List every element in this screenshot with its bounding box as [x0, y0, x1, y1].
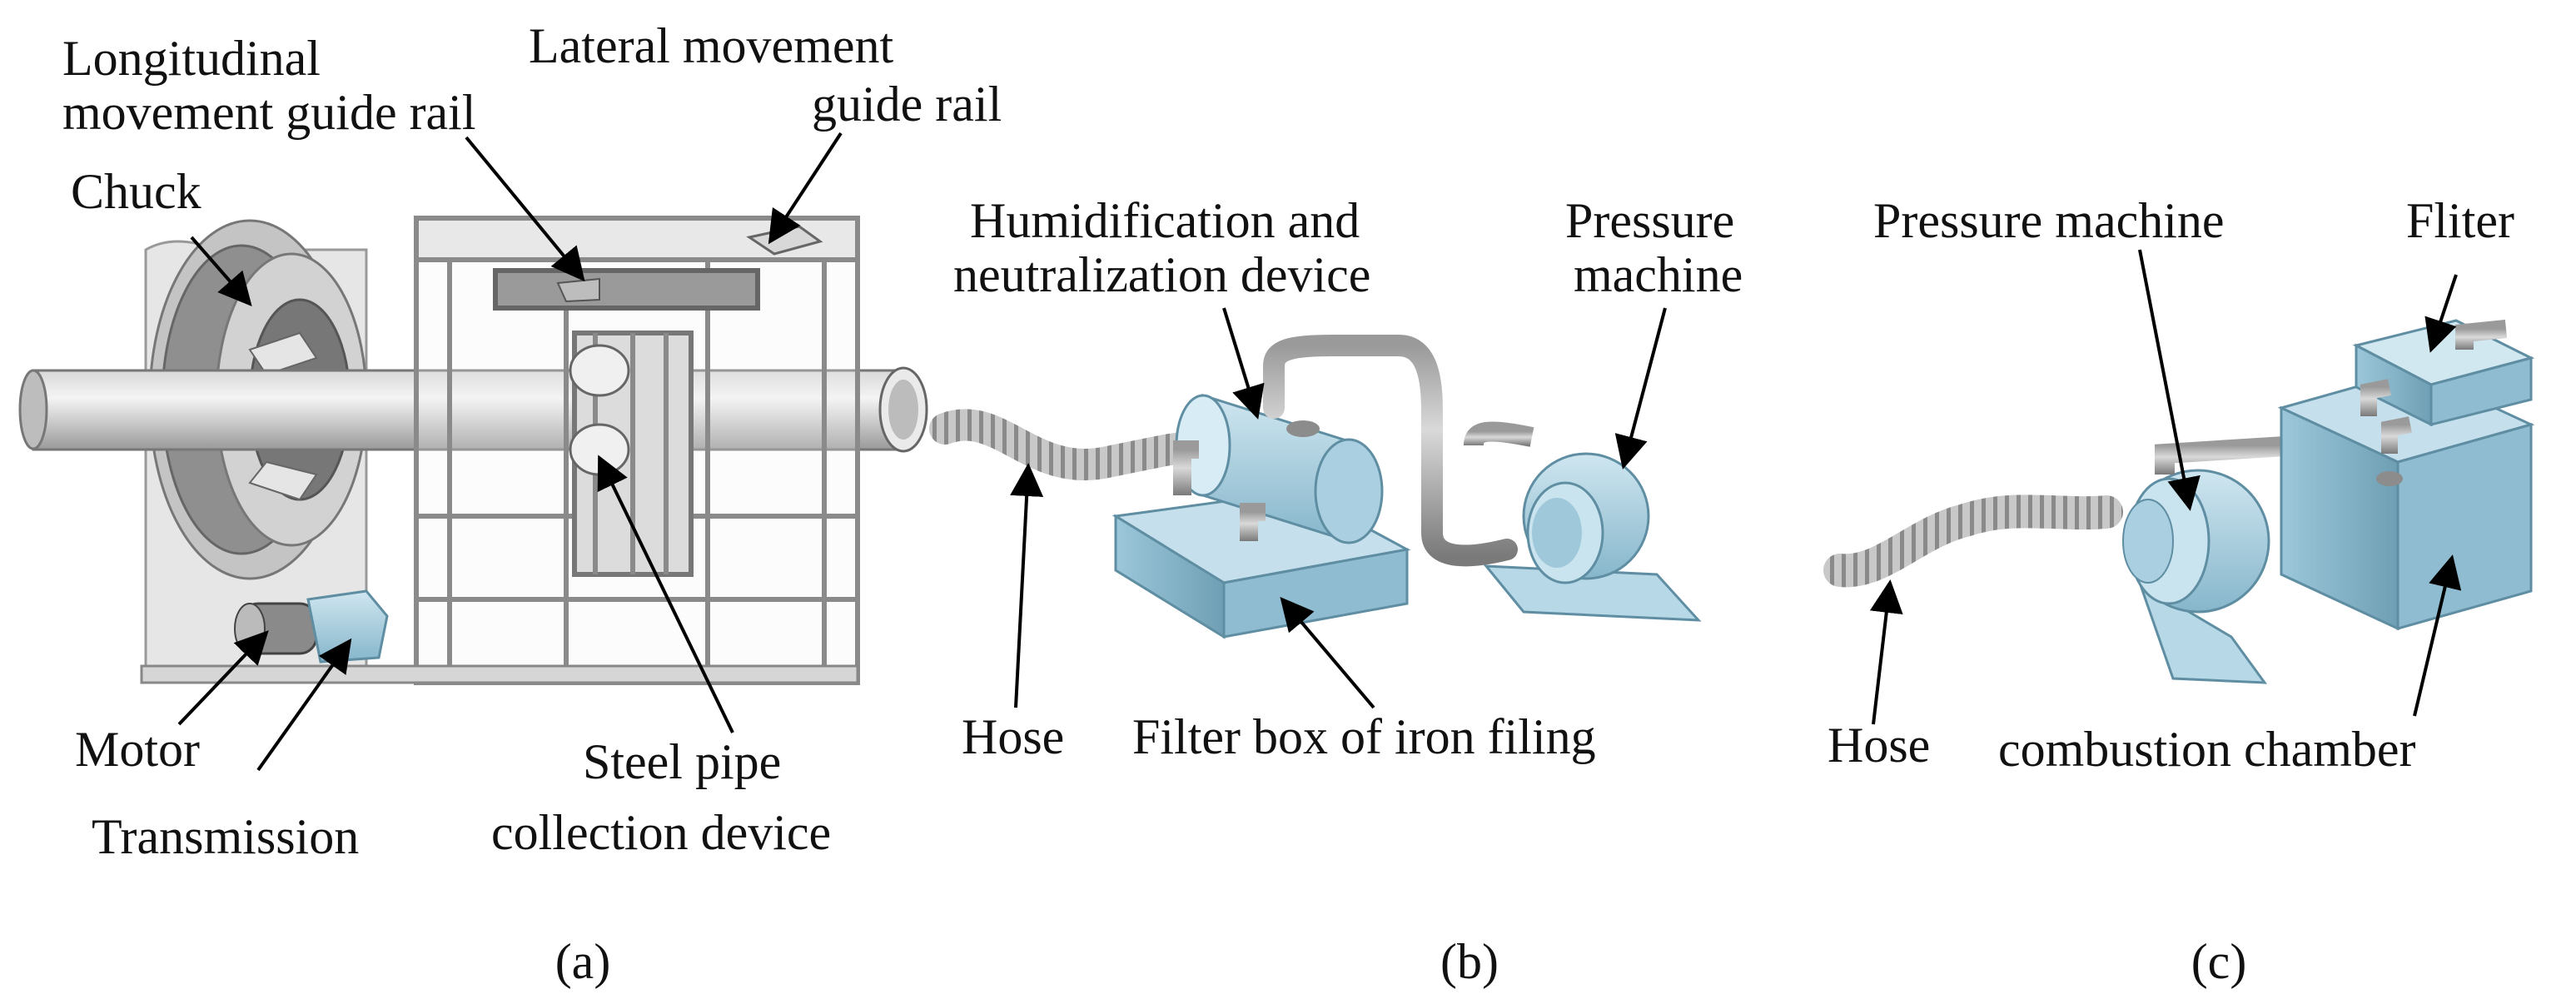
caption-a: (a)	[555, 934, 611, 989]
labels-a: Longitudinal movement guide rail Lateral…	[62, 18, 1002, 864]
arrow-fliter	[2424, 274, 2458, 353]
panel-c	[1823, 319, 2535, 684]
arrow-chuck	[190, 236, 252, 307]
humidification-device	[1173, 393, 1384, 544]
label-hose-c: Hose	[1828, 718, 1930, 773]
caption-b: (b)	[1440, 934, 1499, 989]
connecting-pipe-b	[1263, 335, 1534, 567]
label-motor: Motor	[75, 722, 200, 777]
label-lateral-line1: Lateral movement	[529, 18, 893, 73]
support-frame	[414, 216, 860, 685]
arrow-filter-box	[1280, 596, 1375, 709]
label-pressure-b-line2: machine	[1574, 247, 1743, 302]
label-lateral-line2: guide rail	[812, 77, 1002, 132]
label-pressure-b-line1: Pressure	[1565, 193, 1734, 248]
hose-b	[929, 409, 1198, 480]
arrow-lateral	[768, 132, 843, 245]
label-longitudinal-line2: movement guide rail	[62, 85, 476, 140]
label-humid-line2: neutralization device	[953, 247, 1370, 302]
arrow-humidification	[1222, 307, 1265, 420]
arrow-hose-c	[1869, 579, 1903, 725]
callout-arrows	[177, 132, 2462, 772]
arrow-motor	[177, 630, 269, 726]
arrow-pressure-b	[1614, 307, 1667, 470]
label-hose-b: Hose	[962, 709, 1064, 764]
labels-b: Humidification and neutralization device…	[953, 193, 1743, 764]
labels-c: Pressure machine Fliter Hose combustion …	[1828, 193, 2514, 777]
label-transmission: Transmission	[92, 809, 359, 864]
label-fliter: Fliter	[2406, 193, 2514, 248]
label-filter-box: Filter box of iron filing	[1132, 709, 1596, 764]
label-humid-line1: Humidification and	[970, 193, 1360, 248]
arrow-combustion	[2413, 554, 2462, 717]
pressure-machine-b	[1483, 452, 1702, 622]
arrow-pressure-c	[2138, 249, 2201, 511]
panel-a	[18, 216, 928, 685]
panel-b	[929, 335, 1702, 639]
combustion-chamber	[2277, 369, 2535, 631]
label-pressure-c: Pressure machine	[1873, 193, 2225, 248]
arrow-hose-b	[1010, 463, 1044, 708]
base-plate	[140, 664, 859, 684]
label-steel-line1: Steel pipe	[583, 734, 781, 789]
label-chuck: Chuck	[71, 164, 201, 219]
pressure-machine-c	[2122, 435, 2299, 684]
arrow-longitudinal	[465, 136, 585, 282]
steel-pipe	[18, 366, 928, 453]
arrow-transmission	[256, 638, 352, 772]
label-longitudinal-line1: Longitudinal	[62, 31, 321, 86]
label-steel-line2: collection device	[491, 805, 831, 860]
arrow-steel-pipe	[597, 455, 734, 733]
hose-c	[1823, 495, 2123, 588]
caption-c: (c)	[2191, 934, 2247, 989]
label-combustion: combustion chamber	[1998, 722, 2416, 777]
